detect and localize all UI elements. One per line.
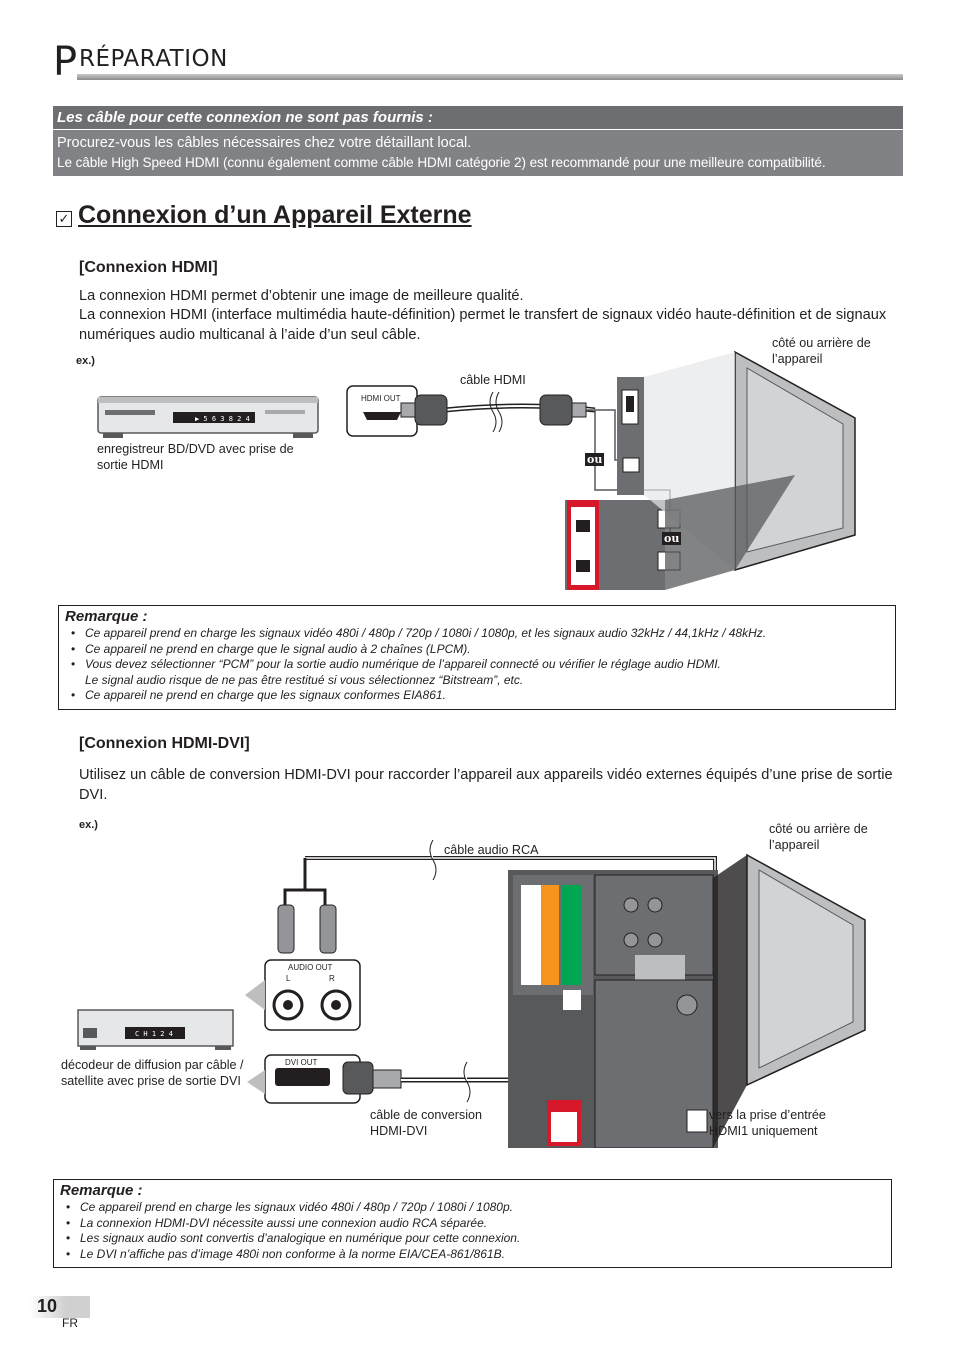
hdmi-tv-label: côté ou arrière de l’appareil xyxy=(772,336,871,366)
cable-box-icon: C H 1 2 4 xyxy=(77,1009,234,1050)
dvi-heading: [Connexion HDMI-DVI] xyxy=(79,735,250,752)
hdmi-out-label: HDMI OUT xyxy=(361,394,401,403)
dvi-out-label: DVI OUT xyxy=(285,1058,318,1067)
notice-line-2: Le câble High Speed HDMI (connu égalemen… xyxy=(57,155,826,170)
ou-label-1: ou xyxy=(585,453,605,466)
recorder-label: enregistreur BD/DVD avec prise de sortie… xyxy=(97,442,294,472)
section-title-text: Connexion d’un Appareil Externe xyxy=(78,201,472,229)
audio-out-label: AUDIO OUT xyxy=(288,963,333,972)
cables-notice: Les câble pour cette connexion ne sont p… xyxy=(53,106,903,176)
notice-body: Procurez-vous les câbles nécessaires che… xyxy=(53,130,903,176)
hdmi-cable-label: câble HDMI xyxy=(460,373,526,387)
dvi-example-label: ex.) xyxy=(79,819,98,831)
remark-2-title: Remarque : xyxy=(60,1182,143,1199)
dvi-connection-diagram: C H 1 2 4 xyxy=(77,839,866,1148)
header-initial: P xyxy=(53,39,78,85)
audio-l-label: L xyxy=(286,974,291,983)
conversion-cable-label: câble de conversion HDMI-DVI xyxy=(370,1108,483,1138)
remark-1-item: Vous devez sélectionner “PCM” pour la so… xyxy=(71,657,895,673)
svg-text:▶ 5 6 3 8 2 4: ▶ 5 6 3 8 2 4 xyxy=(195,415,250,423)
dvi-paragraph: Utilisez un câble de conversion HDMI-DVI… xyxy=(79,767,893,803)
remark-1-list: Ce appareil prend en charge les signaux … xyxy=(59,626,895,704)
remark-2-item: Ce appareil prend en charge les signaux … xyxy=(66,1200,891,1216)
page-number: 10 xyxy=(37,1296,58,1316)
notice-title: Les câble pour cette connexion ne sont p… xyxy=(53,106,903,129)
ou-label-2: ou xyxy=(662,532,682,545)
remark-box-1: Remarque : Ce appareil prend en charge l… xyxy=(58,605,896,710)
hdmi1-input-label: vers la prise d’entrée HDMI1 uniquement xyxy=(709,1108,826,1138)
audio-r-label: R xyxy=(329,974,335,983)
hdmi-heading: [Connexion HDMI] xyxy=(79,259,218,276)
remark-2-item: La connexion HDMI-DVI nécessite aussi un… xyxy=(66,1216,891,1232)
rca-cable-label: câble audio RCA xyxy=(444,843,539,857)
hdmi-paragraph-2: La connexion HDMI (interface multimédia … xyxy=(79,307,887,343)
remark-1-continuation-text: Le signal audio risque de ne pas être re… xyxy=(85,672,524,687)
hdmi-paragraph-1: La connexion HDMI permet d’obtenir une i… xyxy=(79,288,524,304)
hdmi-example-label: ex.) xyxy=(76,355,95,367)
remark-2-item: Les signaux audio sont convertis d’analo… xyxy=(66,1231,891,1247)
hdmi-connection-diagram: ▶ 5 6 3 8 2 4 xyxy=(97,350,856,590)
svg-text:C H 1 2 4: C H 1 2 4 xyxy=(135,1030,173,1038)
remark-1-item: Ce appareil ne prend en charge que les s… xyxy=(71,688,895,704)
header-title: RÉPARATION xyxy=(79,46,228,72)
section-title: ✓ Connexion d’un Appareil Externe xyxy=(56,200,472,230)
remark-2-list: Ce appareil prend en charge les signaux … xyxy=(54,1200,891,1262)
remark-1-title: Remarque : xyxy=(65,608,148,625)
page-number-bar xyxy=(30,1296,90,1318)
bd-dvd-recorder-icon: ▶ 5 6 3 8 2 4 xyxy=(97,396,319,438)
remark-1-item: Ce appareil ne prend en charge que le si… xyxy=(71,642,895,658)
checkbox-icon: ✓ xyxy=(56,211,72,227)
remark-1-item: Ce appareil prend en charge les signaux … xyxy=(71,626,895,642)
remark-box-2: Remarque : Ce appareil prend en charge l… xyxy=(53,1179,892,1268)
remark-2-item: Le DVI n’affiche pas d’image 480i non co… xyxy=(66,1247,891,1263)
remark-1-item-continuation: Le signal audio risque de ne pas être re… xyxy=(71,673,895,689)
notice-line-1: Procurez-vous les câbles nécessaires che… xyxy=(57,135,472,151)
header-rule xyxy=(77,74,903,80)
dvi-tv-label: côté ou arrière de l’appareil xyxy=(769,822,868,852)
language-code: FR xyxy=(62,1316,78,1330)
decoder-label: décodeur de diffusion par câble / satell… xyxy=(61,1058,244,1088)
